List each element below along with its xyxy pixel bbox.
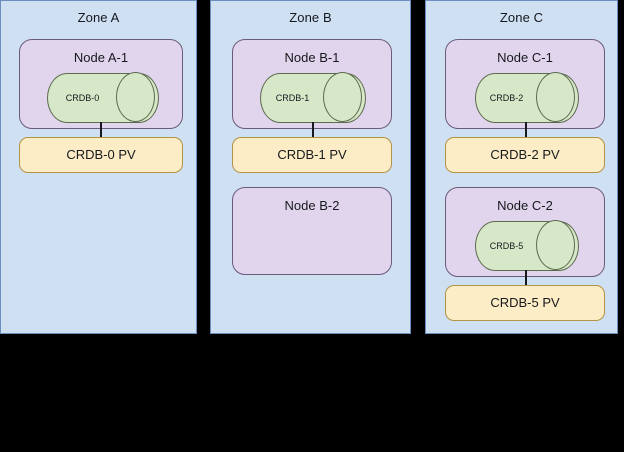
node-node-b-2[interactable]: Node B-2 (232, 187, 392, 275)
persistent-volume-label: CRDB-2 PV (490, 147, 560, 162)
node-title: Node C-2 (497, 198, 553, 213)
database-cylinder-icon[interactable]: CRDB-0 (47, 72, 159, 123)
database-cap (536, 72, 575, 122)
zone-title: Zone B (289, 10, 332, 25)
persistent-volume-crdb-5-pv[interactable]: CRDB-5 PV (445, 285, 605, 321)
connector-line (525, 122, 527, 138)
node-title: Node A-1 (73, 50, 129, 65)
zone-title: Zone C (499, 10, 544, 25)
persistent-volume-crdb-0-pv[interactable]: CRDB-0 PV (19, 137, 183, 173)
zone-title: Zone A (77, 10, 120, 25)
database-label: CRDB-2 (489, 93, 524, 103)
connector-line (525, 270, 527, 286)
node-title: Node B-1 (284, 50, 340, 65)
database-label: CRDB-0 (65, 93, 100, 103)
database-label: CRDB-1 (275, 93, 310, 103)
node-title: Node B-2 (284, 198, 340, 213)
connector-line (100, 122, 102, 138)
database-cylinder-icon[interactable]: CRDB-5 (475, 220, 579, 271)
persistent-volume-crdb-2-pv[interactable]: CRDB-2 PV (445, 137, 605, 173)
database-label: CRDB-5 (489, 241, 524, 251)
database-cylinder-icon[interactable]: CRDB-2 (475, 72, 579, 123)
persistent-volume-crdb-1-pv[interactable]: CRDB-1 PV (232, 137, 392, 173)
database-cap (536, 220, 575, 270)
connector-line (312, 122, 314, 138)
database-cap (323, 72, 362, 122)
database-cap (116, 72, 155, 122)
persistent-volume-label: CRDB-1 PV (277, 147, 347, 162)
persistent-volume-label: CRDB-5 PV (490, 295, 560, 310)
node-title: Node C-1 (497, 50, 553, 65)
database-cylinder-icon[interactable]: CRDB-1 (260, 72, 366, 123)
persistent-volume-label: CRDB-0 PV (66, 147, 136, 162)
